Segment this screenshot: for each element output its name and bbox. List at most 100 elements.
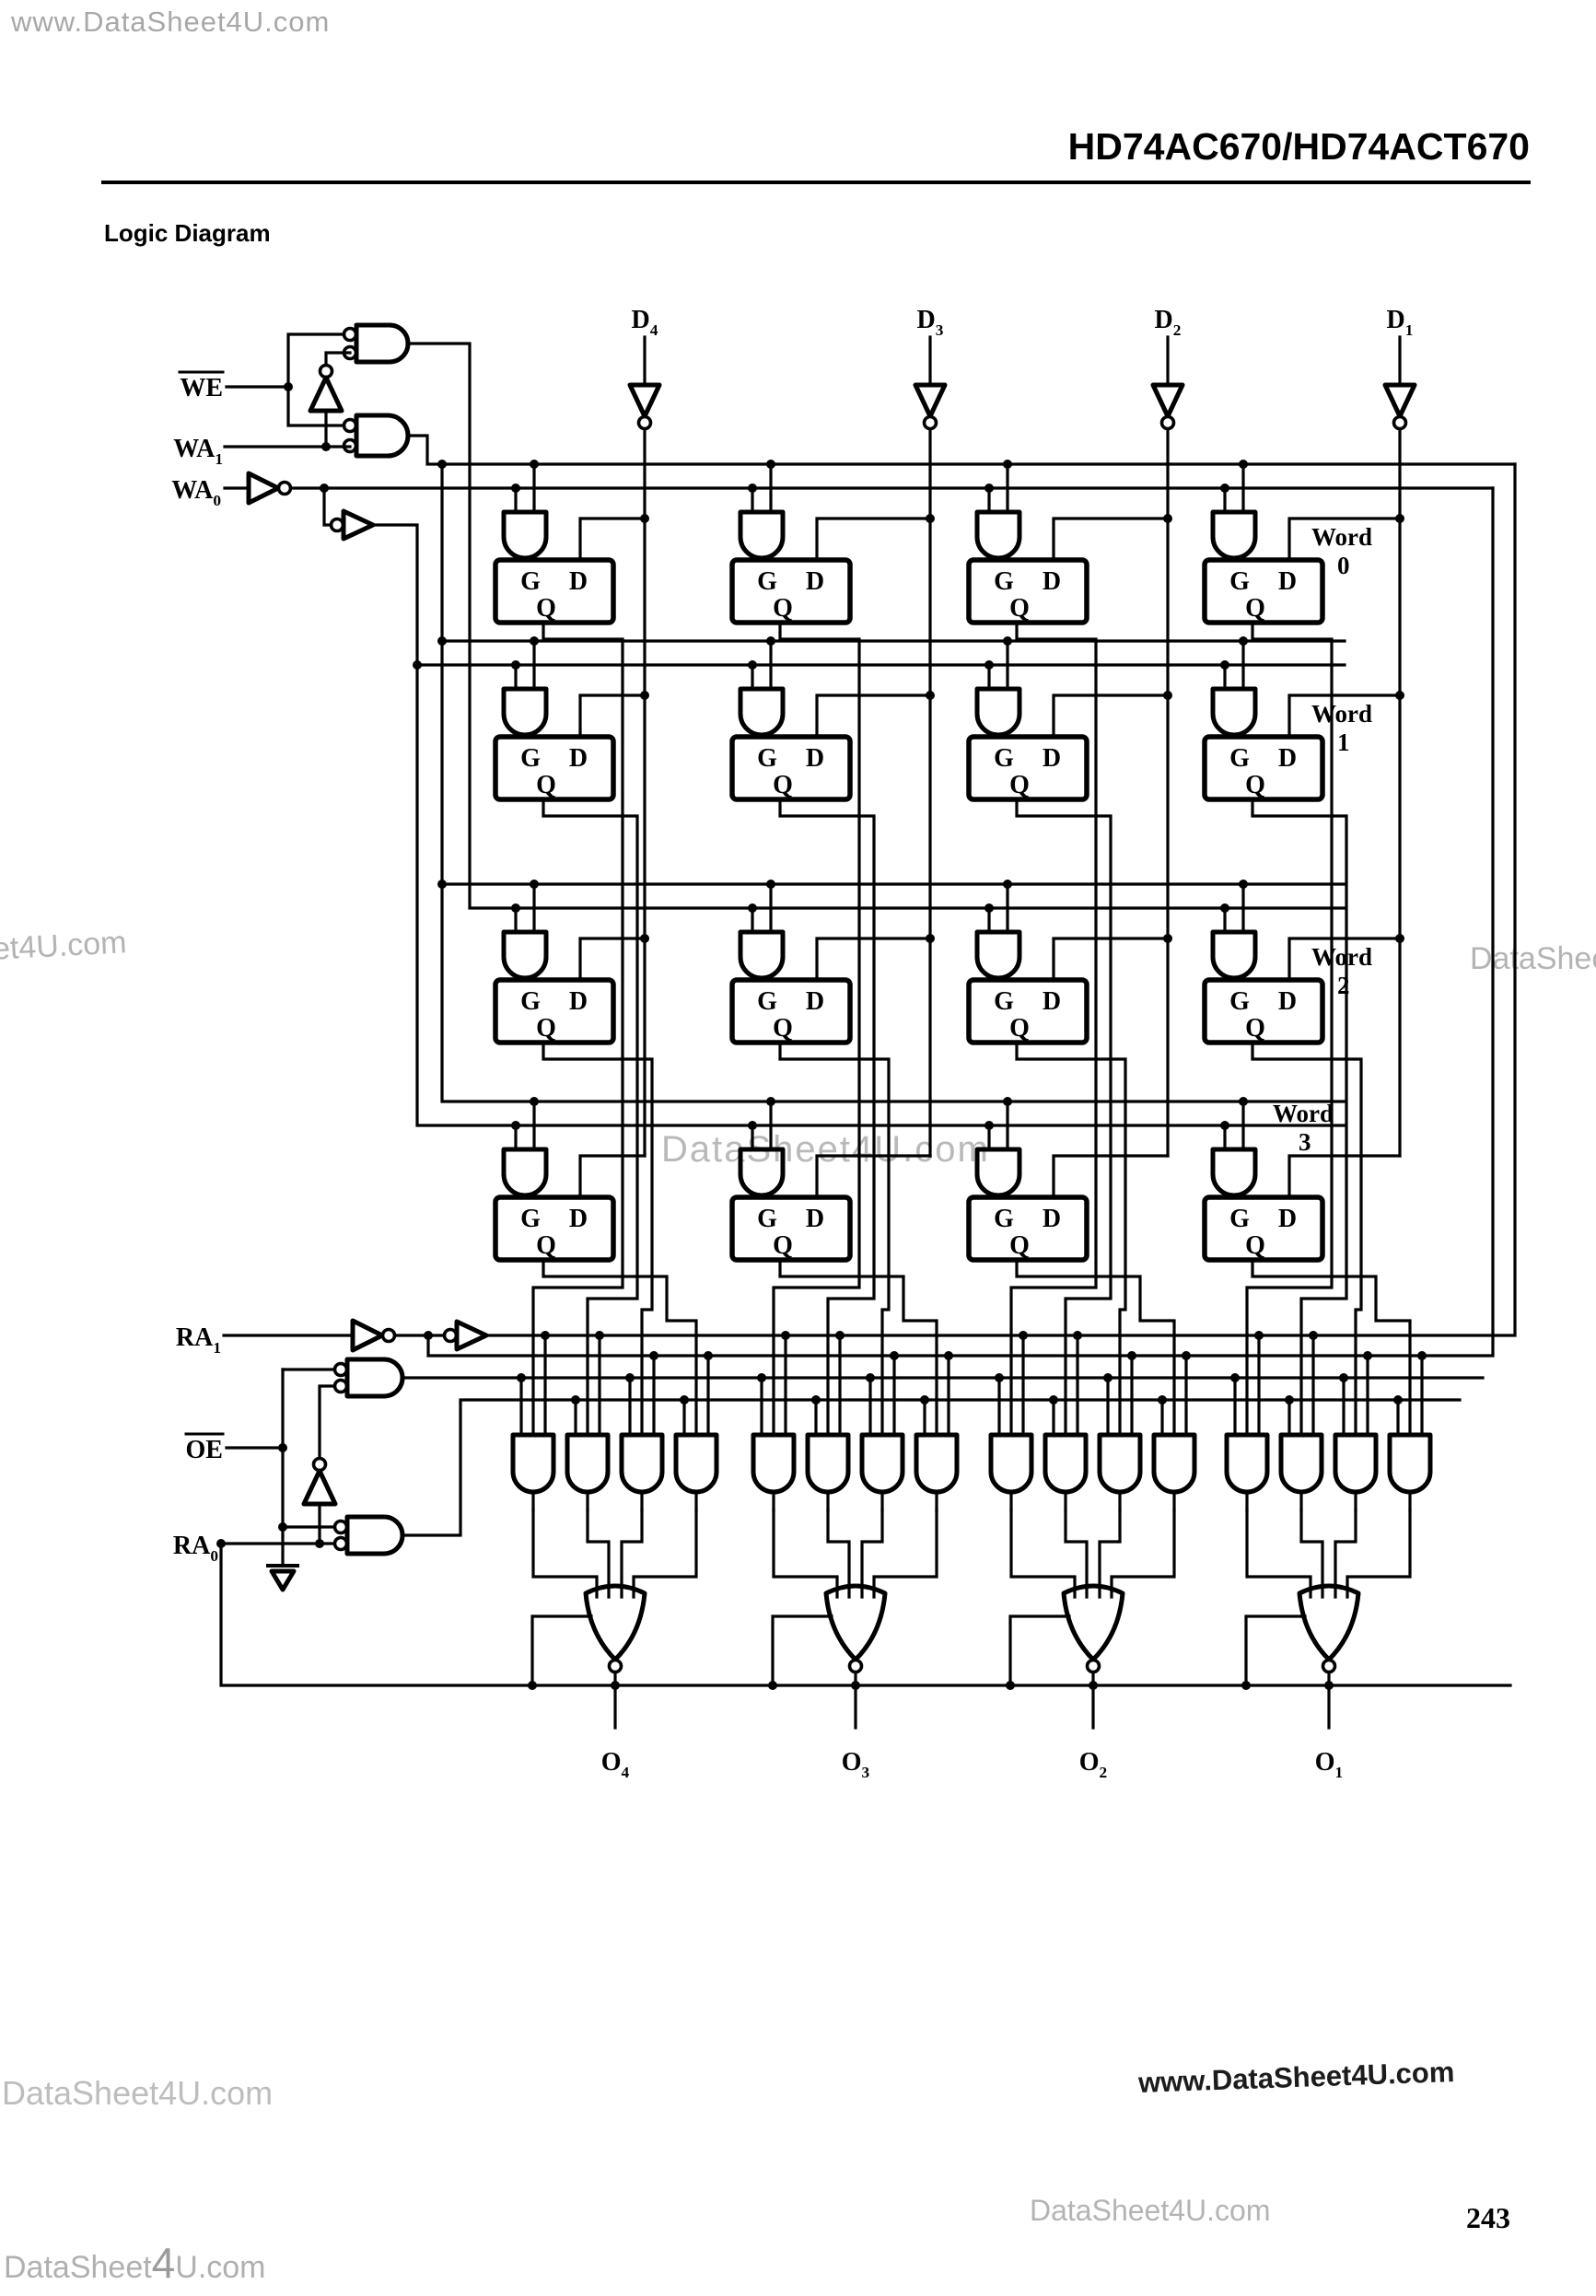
- latch-cell: [1202, 734, 1325, 802]
- latch-data-label: D: [806, 567, 824, 596]
- junction-dot: [1220, 1121, 1229, 1130]
- inverter-bubble: [276, 480, 293, 496]
- junction-dot: [748, 1121, 757, 1130]
- junction-dot: [926, 514, 935, 523]
- latch-output-label: Q: [1009, 1231, 1030, 1260]
- junction-dot: [1254, 1331, 1264, 1340]
- watermark-diagram-center: DataSheet4U.com: [661, 1129, 990, 1170]
- junction-dot: [530, 460, 539, 469]
- wire: [1098, 1509, 1122, 1599]
- latch-cell: [729, 1195, 853, 1263]
- latch-cell: [493, 557, 616, 625]
- word-label-num: 3: [1299, 1128, 1311, 1156]
- junction-dot: [768, 1681, 777, 1690]
- latch-output-label: Q: [773, 594, 793, 623]
- watermark-mid-right: DataShee: [1470, 941, 1596, 976]
- junction-dot: [1019, 1331, 1028, 1340]
- and-gate: [1333, 1432, 1379, 1495]
- latch-gate-label: G: [520, 744, 541, 773]
- input-label-oe: OE: [186, 1436, 223, 1464]
- junction-dot: [1163, 514, 1172, 523]
- latch-output-label: Q: [536, 1231, 556, 1260]
- latch-output-label: Q: [1009, 1014, 1030, 1043]
- word-label: Word: [1311, 700, 1372, 728]
- junction-dot: [1089, 1681, 1098, 1690]
- latch-output-label: Q: [1009, 594, 1030, 623]
- junction-dot: [748, 903, 757, 913]
- latch-gate-label: G: [520, 987, 541, 1016]
- and-gate: [1387, 1432, 1433, 1495]
- wire: [860, 1509, 884, 1599]
- junction-dot: [1073, 1331, 1082, 1340]
- latch-box: [493, 734, 616, 802]
- latch-output-label: Q: [1245, 1231, 1265, 1260]
- junction-dot: [1049, 1395, 1058, 1404]
- junction-dot: [1339, 1373, 1348, 1382]
- buffer-icon: [341, 508, 376, 542]
- latch-box: [966, 1195, 1089, 1263]
- and-gate: [974, 509, 1022, 561]
- q-wire: [778, 1041, 891, 1437]
- input-label-ra0: RA0: [173, 1532, 218, 1565]
- junction-dot: [571, 1395, 580, 1404]
- latch-box: [1202, 734, 1325, 802]
- latch-data-label: D: [1043, 744, 1061, 773]
- junction-dot: [984, 903, 994, 913]
- latch-cell: [729, 734, 853, 802]
- wire: [578, 937, 647, 982]
- wire: [426, 486, 1495, 1358]
- inverter-icon: [913, 382, 948, 419]
- junction-dot: [920, 1395, 929, 1404]
- junction-dot: [766, 1097, 775, 1106]
- inverter-bubble: [380, 1327, 397, 1344]
- q-wire: [542, 1041, 654, 1437]
- wire: [815, 1154, 932, 1199]
- inverter-icon: [308, 375, 344, 414]
- junction-dot: [757, 1373, 766, 1382]
- inverter-bubble: [332, 1361, 349, 1378]
- junction-dot: [1239, 1097, 1248, 1106]
- section-heading: Logic Diagram: [104, 219, 271, 247]
- junction-dot: [1417, 1351, 1427, 1360]
- watermark-bottom-left: DataSheet4U.com: [4, 2238, 266, 2288]
- latch-data-label: D: [806, 987, 824, 1016]
- junction-dot: [530, 1097, 539, 1106]
- q-wire: [1251, 798, 1348, 1437]
- junction-dot: [1163, 691, 1172, 700]
- latch-box: [493, 1195, 616, 1263]
- inverter-bubble: [342, 417, 358, 434]
- latch-cell: [966, 557, 1089, 625]
- and-gate: [501, 509, 549, 561]
- watermark-bottom-left-part1: DataSheet: [4, 2250, 152, 2285]
- junction-dot: [811, 1395, 821, 1404]
- junction-dot: [984, 484, 994, 493]
- input-label-wa1: WA1: [173, 435, 223, 468]
- q-wire: [1015, 798, 1113, 1437]
- latch-data-label: D: [806, 744, 824, 773]
- latch-box: [729, 977, 853, 1045]
- inverter-bubble: [332, 1378, 349, 1394]
- junction-dot: [866, 1373, 875, 1382]
- q-wire: [1251, 1258, 1412, 1437]
- junction-dot: [1127, 1351, 1136, 1360]
- q-wire: [772, 621, 861, 1437]
- junction-dot: [1163, 934, 1172, 943]
- and-gate: [914, 1432, 960, 1495]
- inverter-bubble: [332, 1519, 349, 1535]
- latch-gate-label: G: [994, 567, 1014, 596]
- and-gate: [738, 1147, 786, 1198]
- word-label: Word: [1311, 943, 1372, 971]
- and-gate: [1278, 1432, 1324, 1495]
- latch-box: [729, 1195, 853, 1263]
- latch-output-label: Q: [536, 594, 556, 623]
- latch-box: [1202, 1195, 1325, 1263]
- wire: [1287, 517, 1402, 562]
- latch-data-label: D: [1278, 744, 1297, 773]
- junction-dot: [1158, 1395, 1167, 1404]
- nor-gate: [823, 1583, 888, 1662]
- junction-dot: [640, 934, 649, 943]
- and-gate: [510, 1432, 556, 1495]
- wire: [1287, 937, 1402, 982]
- junction-dot: [640, 514, 649, 523]
- latch-gate-label: G: [1229, 1205, 1250, 1233]
